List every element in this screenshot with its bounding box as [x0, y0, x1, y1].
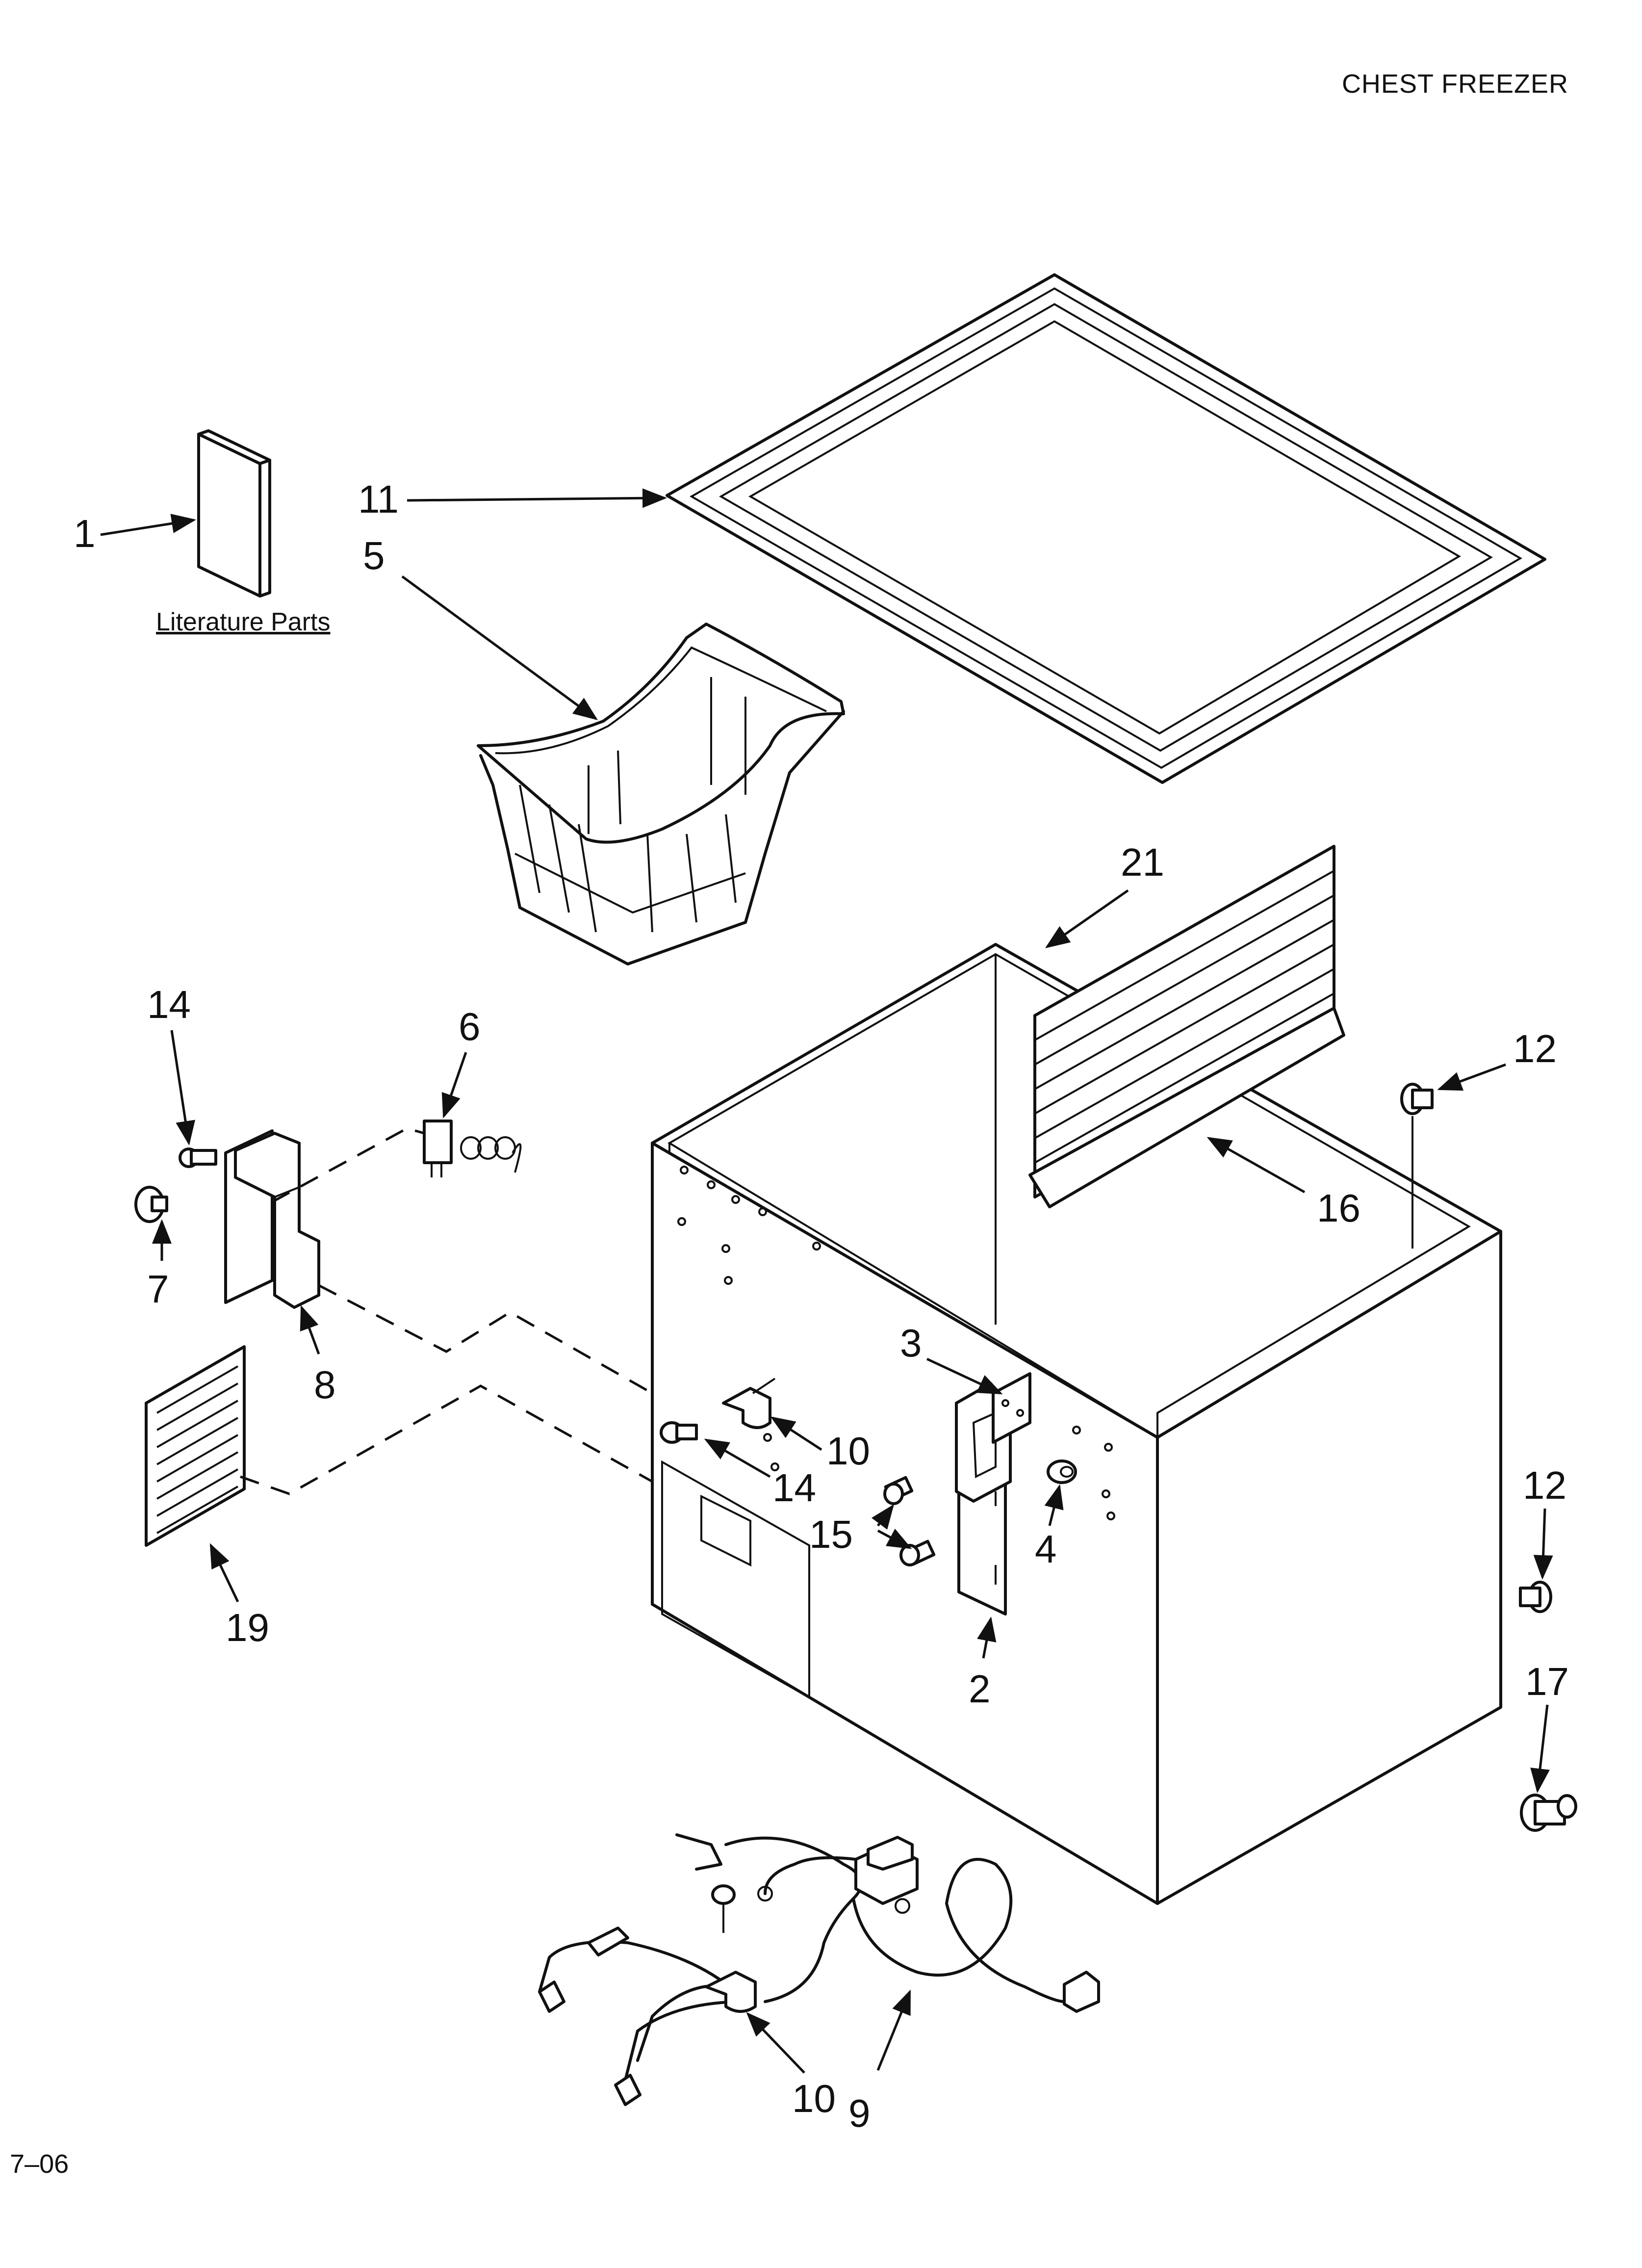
callout-2: 2 [969, 1667, 991, 1711]
cable-clamp-upper-part[interactable] [722, 1378, 776, 1429]
callout-3: 3 [900, 1321, 922, 1365]
callout-4: 4 [1035, 1527, 1057, 1571]
date-code: 7–06 [10, 2149, 69, 2179]
callout-19: 19 [226, 1606, 269, 1649]
hinge-screw-lower-part[interactable] [899, 1539, 936, 1566]
callout-15: 15 [809, 1512, 853, 1556]
callout-5: 5 [363, 534, 385, 577]
divider-support-part [1028, 1007, 1345, 1208]
clamp-screw-lower-part[interactable] [711, 1884, 736, 1933]
grille-part[interactable] [145, 1345, 246, 1547]
drain-plug-part[interactable] [1520, 1794, 1577, 1832]
lid-gasket-part[interactable] [666, 273, 1546, 784]
plug-button-top-part[interactable] [1400, 1083, 1434, 1115]
basket-part[interactable] [477, 623, 845, 965]
callout-7: 7 [147, 1267, 169, 1311]
callout-12-top: 12 [1513, 1027, 1557, 1070]
callout-12-side: 12 [1523, 1463, 1566, 1507]
control-housing-part[interactable] [224, 1129, 320, 1309]
literature-booklet-part[interactable] [197, 429, 271, 598]
plug-button-side-part[interactable] [1519, 1581, 1552, 1613]
callout-8: 8 [314, 1363, 336, 1407]
screw-top-left-part[interactable] [179, 1147, 217, 1168]
callout-21: 21 [1121, 840, 1164, 884]
callout-14-top: 14 [147, 983, 191, 1026]
page-title: CHEST FREEZER [1341, 69, 1568, 99]
literature-parts-label: Literature Parts [156, 608, 331, 636]
divider-part[interactable] [1028, 845, 1345, 1208]
callout-16: 16 [1317, 1186, 1360, 1230]
callout-1: 1 [74, 512, 96, 555]
hinge-screw-upper-part[interactable] [883, 1476, 914, 1505]
wiring-harness-part[interactable] [538, 1833, 1100, 2106]
bushing-part[interactable] [1047, 1460, 1077, 1484]
cabinet-body [651, 943, 1502, 1905]
knob-part[interactable] [134, 1186, 168, 1223]
hinge-part[interactable] [955, 1382, 1012, 1616]
callout-9: 9 [848, 2091, 871, 2135]
thermostat-part[interactable] [423, 1120, 522, 1177]
callout-17: 17 [1525, 1660, 1569, 1703]
callout-10-top: 10 [826, 1429, 870, 1473]
callout-10-bottom: 10 [792, 2077, 836, 2120]
callout-6: 6 [459, 1005, 481, 1048]
callout-11: 11 [358, 477, 399, 521]
callout-14-mid: 14 [772, 1466, 816, 1510]
clamp-screw-part[interactable] [660, 1421, 698, 1444]
cable-clamp-lower-part[interactable] [705, 1971, 757, 2013]
